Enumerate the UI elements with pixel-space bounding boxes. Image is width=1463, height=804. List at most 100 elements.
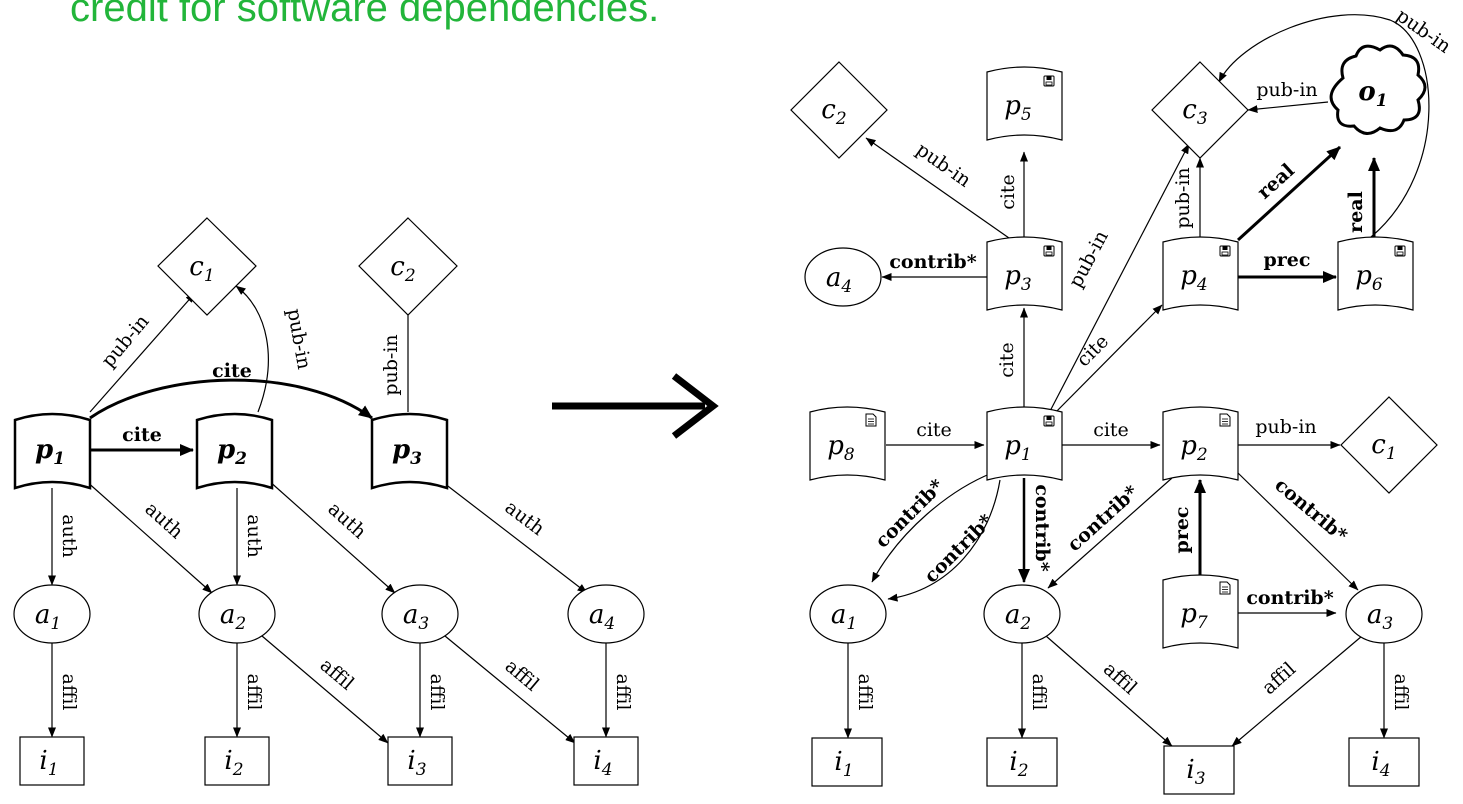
right-label-contrib-p1-a2: contrib* [1031,484,1053,571]
right-label-pub-in-p4-c3: pub-in [1172,167,1194,228]
right-label-pub-in-p1-c3: pub-in [1065,227,1113,291]
left-label-affil-a4-i4: affil [612,674,634,711]
right-node-i1: i1 [811,737,883,787]
left-node-i4: i4 [573,736,639,786]
right-edge-p1-a1-inner [887,479,1001,602]
left-node-a1: a1 [13,584,91,644]
left-node-i2: i2 [204,736,270,786]
svg-text:i2: i2 [1009,747,1028,781]
svg-text:i2: i2 [224,746,243,780]
right-node-p2: p2 [1162,406,1239,481]
left-label-cite-p1-p2: cite [122,424,162,446]
svg-text:a1: a1 [831,600,857,634]
right-label-pub-in-o1-loop: pub-in [1392,4,1455,57]
left-label-affil-a1-i1: affil [58,674,80,711]
software-icon [1394,245,1406,257]
left-edge-p3-a4 [439,479,588,594]
svg-text:c1: c1 [189,252,214,286]
document-icon [1219,413,1231,427]
right-label-affil-a1-i1: affil [854,674,876,711]
left-node-p1: p1 [13,412,92,490]
right-edge-p1-a1-outer [871,472,993,583]
svg-text:p8: p8 [827,431,855,465]
right-label-affil-a2-i2: affil [1028,674,1050,711]
svg-text:p6: p6 [1355,261,1383,295]
svg-text:a2: a2 [1005,600,1031,634]
left-label-auth-p3-a4: auth [501,496,549,540]
svg-text:a4: a4 [826,263,852,297]
left-node-p3: p3 [370,412,449,490]
right-node-o1: o1 [1329,44,1427,135]
right-label-affil-a3-i4: affil [1390,674,1412,711]
right-diagram-nodes: c2 c3 c1 o1 a4 a1 [790,44,1438,795]
right-label-prec-p7-p2: prec [1171,507,1193,554]
right-node-i2: i2 [986,737,1058,787]
right-node-p5: p5 [986,66,1063,141]
svg-text:p1: p1 [35,435,65,469]
software-icon [1043,415,1055,427]
right-edge-p1-c3 [1047,143,1190,416]
software-icon [1219,245,1231,257]
right-node-p6: p6 [1337,236,1414,311]
left-node-a4: a4 [567,584,645,644]
left-node-c2: c2 [358,217,458,316]
transform-arrow [552,373,719,439]
left-label-auth-p2-a2: auth [243,514,265,557]
left-edge-a2-i3 [261,635,389,744]
right-node-p3: p3 [986,236,1063,311]
svg-text:a1: a1 [35,600,61,634]
right-label-contrib-p3-a4: contrib* [889,251,976,273]
right-label-real-p4-o1: real [1253,159,1299,203]
right-label-contrib-a1-p1: contrib* [871,475,948,552]
right-edge-p4-o1 [1236,145,1342,242]
document-icon [1219,581,1231,595]
left-edge-p1-a2 [84,479,213,594]
left-label-affil-a3-i3: affil [426,674,448,711]
left-node-i3: i3 [387,736,453,786]
right-node-c2: c2 [790,61,888,159]
left-label-pub-in-p1-c1: pub-in [97,311,153,372]
right-edge-p1-p4 [1047,304,1163,421]
right-node-a3: a3 [1345,584,1423,644]
right-label-cite-p1-p4: cite [1072,330,1113,371]
left-label-affil-a3-i4: affil [501,655,543,696]
svg-text:a3: a3 [1367,600,1393,634]
svg-text:a3: a3 [403,600,429,634]
left-label-affil-a2-i2: affil [243,674,265,711]
svg-text:p2: p2 [1180,431,1207,465]
svg-text:p1: p1 [1004,431,1031,465]
right-label-affil-a2-i3: affil [1099,658,1141,699]
left-edge-p1-c1 [89,292,196,413]
left-node-a2: a2 [198,584,276,644]
right-label-contrib-p1-a1: contrib* [920,510,997,587]
svg-text:p3: p3 [1004,261,1031,295]
right-node-a4: a4 [804,247,882,307]
right-label-prec-p4-p6: prec [1264,249,1311,271]
right-label-contrib-p7-a3: contrib* [1246,587,1333,609]
left-label-auth-p1-a1: auth [58,514,80,557]
svg-text:i4: i4 [1371,747,1390,781]
right-edge-a3-i3 [1231,635,1363,747]
right-node-c3: c3 [1151,61,1249,159]
left-node-i1: i1 [19,736,85,786]
svg-text:p7: p7 [1180,599,1208,633]
right-node-p8: p8 [809,406,886,481]
right-label-cite-p8-p1: cite [916,419,952,441]
right-node-a2: a2 [983,584,1061,644]
svg-text:a4: a4 [589,600,615,634]
slide-headline: credit for software dependencies. [70,0,660,30]
svg-text:p4: p4 [1180,261,1207,295]
right-node-p1: p1 [986,406,1063,481]
left-label-cite-p1-p3: cite [212,360,252,382]
right-node-i3: i3 [1163,745,1235,795]
left-edge-p1-p3 [89,378,373,420]
svg-text:o1: o1 [1358,77,1387,111]
svg-text:a2: a2 [220,600,246,634]
right-label-contrib-p2-a3: contrib* [1270,474,1351,547]
right-node-i4: i4 [1348,737,1420,787]
right-label-affil-a3-i3: affil [1258,658,1300,699]
right-diagram-edges [844,14,1430,747]
svg-text:c3: c3 [1182,95,1207,129]
